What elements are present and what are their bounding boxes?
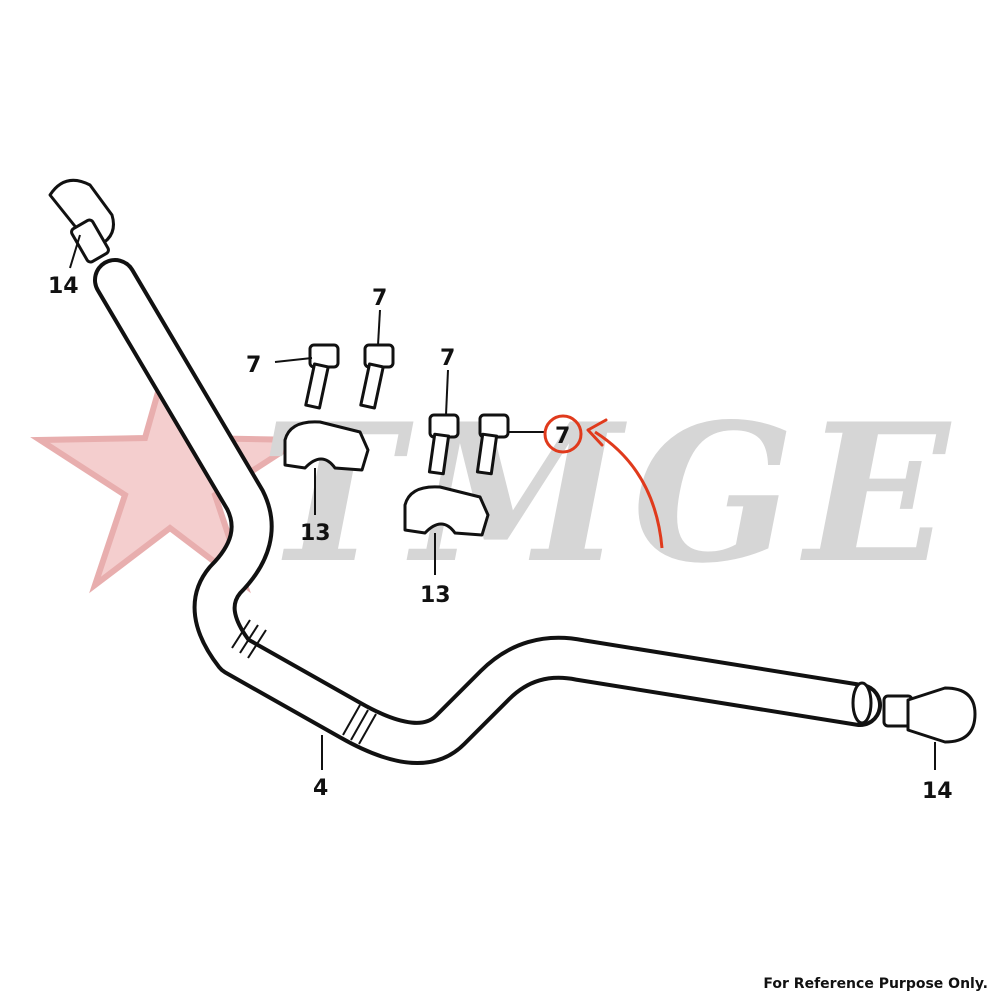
bolt <box>359 343 395 410</box>
bolt-group <box>304 343 510 476</box>
grip-end-left <box>48 178 115 264</box>
callout-grip-left: 14 <box>48 274 79 299</box>
callout-bolt-b: 7 <box>372 286 387 311</box>
highlight-circle <box>543 414 583 454</box>
callout-grip-right: 14 <box>922 779 953 804</box>
callout-bolt-highlighted: 7 <box>555 424 570 449</box>
holder-left <box>283 420 370 472</box>
highlight-marker: 7 <box>543 414 664 549</box>
watermark-star-icon <box>30 339 310 594</box>
bolt <box>475 413 510 476</box>
holder-right <box>403 485 490 537</box>
watermark-text: TMGE <box>261 382 960 605</box>
bolt <box>304 343 340 410</box>
leader-lines <box>69 234 936 770</box>
callout-holder-right: 13 <box>420 583 451 608</box>
bolt <box>427 413 460 476</box>
highlight-arrow-icon <box>594 430 664 549</box>
callout-handlebar: 4 <box>313 776 328 801</box>
callout-bolt-a: 7 <box>246 353 261 378</box>
callout-holder-left: 13 <box>300 521 331 546</box>
handlebar <box>93 258 882 765</box>
grip-end-right <box>882 686 977 744</box>
footer-disclaimer: For Reference Purpose Only. <box>763 976 988 992</box>
callout-bolt-c: 7 <box>440 346 455 371</box>
